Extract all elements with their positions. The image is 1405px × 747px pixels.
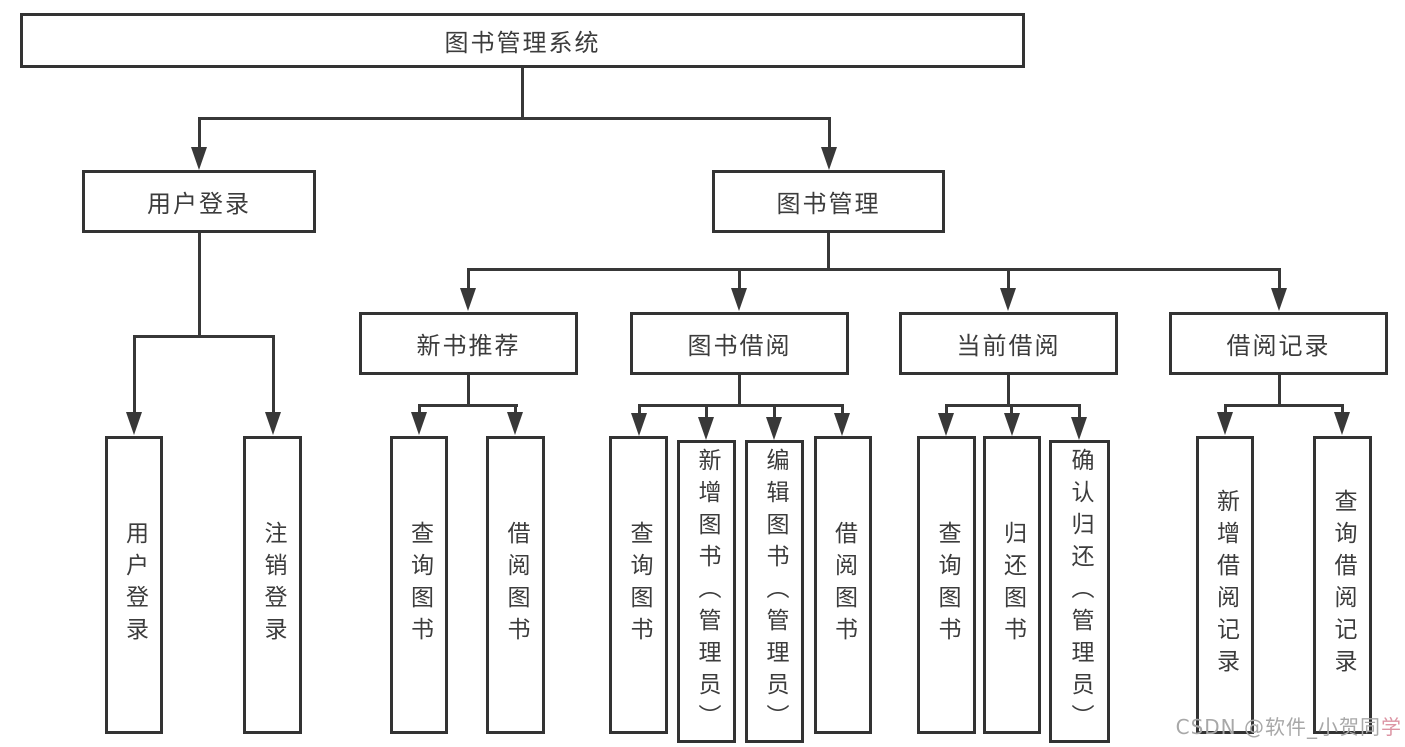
node-leaf-user-login: 用户登录 bbox=[105, 436, 163, 734]
node-label: 新增图书（管理员） bbox=[694, 447, 720, 736]
connector-line bbox=[1007, 268, 1010, 294]
arrowhead-down-icon bbox=[126, 412, 142, 435]
connector-line bbox=[1010, 404, 1013, 418]
connector-line bbox=[773, 404, 776, 418]
connector-line bbox=[514, 404, 517, 418]
node-label: 当前借阅 bbox=[956, 332, 1061, 360]
arrowhead-down-icon bbox=[938, 413, 954, 436]
connector-line bbox=[272, 335, 275, 415]
connector-line bbox=[945, 404, 948, 418]
node-label: 归还图书 bbox=[999, 521, 1026, 649]
arrowhead-down-icon bbox=[821, 147, 837, 170]
arrowhead-down-icon bbox=[191, 147, 207, 170]
node-borrowing-records: 借阅记录 bbox=[1169, 312, 1388, 375]
node-leaf-query-borrow-record: 查询借阅记录 bbox=[1313, 436, 1372, 734]
node-label: 借阅图书 bbox=[503, 521, 529, 649]
arrowhead-down-icon bbox=[1334, 412, 1350, 435]
node-label: 用户登录 bbox=[147, 190, 251, 218]
node-label: 查询图书 bbox=[406, 521, 433, 649]
connector-line bbox=[945, 404, 1081, 407]
node-label: 确认归还（管理员） bbox=[1067, 447, 1093, 736]
connector-line bbox=[1007, 375, 1010, 407]
node-label: 注销登录 bbox=[260, 521, 286, 649]
connector-line bbox=[467, 268, 1281, 271]
arrowhead-down-icon bbox=[1004, 413, 1020, 436]
node-label: 查询图书 bbox=[934, 521, 960, 649]
arrowhead-down-icon bbox=[1271, 288, 1287, 311]
node-leaf-add-books-admin: 新增图书（管理员） bbox=[677, 440, 736, 743]
connector-line bbox=[467, 375, 470, 407]
node-label: 借阅记录 bbox=[1226, 332, 1331, 360]
connector-line bbox=[827, 233, 830, 271]
node-label: 图书借阅 bbox=[687, 332, 792, 360]
watermark-accent-text: 学 bbox=[1381, 715, 1402, 739]
connector-line bbox=[418, 404, 421, 418]
watermark-text: CSDN @软件_小贺同 bbox=[1175, 715, 1381, 739]
connector-line bbox=[738, 375, 741, 407]
node-label: 新增借阅记录 bbox=[1212, 489, 1239, 681]
arrowhead-down-icon bbox=[411, 412, 427, 435]
connector-line bbox=[738, 268, 741, 294]
connector-line bbox=[841, 404, 844, 418]
node-label: 图书管理系统 bbox=[444, 29, 601, 57]
connector-line bbox=[198, 233, 201, 338]
node-leaf-borrow-books-recommend: 借阅图书 bbox=[486, 436, 545, 734]
node-leaf-confirm-return-admin: 确认归还（管理员） bbox=[1049, 440, 1110, 743]
connector-line bbox=[198, 117, 831, 120]
arrowhead-down-icon bbox=[834, 413, 850, 436]
connector-line bbox=[1224, 404, 1227, 418]
csdn-watermark: CSDN @软件_小贺同学 bbox=[1176, 711, 1402, 740]
connector-line bbox=[1278, 375, 1281, 407]
connector-line bbox=[418, 404, 518, 407]
connector-line bbox=[638, 404, 641, 418]
node-leaf-add-borrow-record: 新增借阅记录 bbox=[1196, 436, 1254, 734]
node-label: 借阅图书 bbox=[830, 521, 857, 649]
node-book-borrowing: 图书借阅 bbox=[630, 312, 849, 375]
connector-line bbox=[198, 117, 201, 153]
arrowhead-down-icon bbox=[698, 417, 714, 440]
node-leaf-return-books: 归还图书 bbox=[983, 436, 1041, 734]
node-label: 编辑图书（管理员） bbox=[762, 447, 788, 736]
connector-line bbox=[705, 404, 708, 418]
node-label: 新书推荐 bbox=[416, 332, 521, 360]
arrowhead-down-icon bbox=[766, 417, 782, 440]
arrowhead-down-icon bbox=[265, 412, 281, 435]
connector-line bbox=[1078, 404, 1081, 418]
connector-line bbox=[828, 117, 831, 153]
connector-line bbox=[467, 268, 470, 294]
node-leaf-edit-books-admin: 编辑图书（管理员） bbox=[745, 440, 804, 743]
node-leaf-query-books-current: 查询图书 bbox=[917, 436, 976, 734]
arrowhead-down-icon bbox=[1000, 288, 1016, 311]
node-label: 查询图书 bbox=[626, 521, 652, 649]
connector-line bbox=[133, 335, 136, 415]
node-root: 图书管理系统 bbox=[20, 13, 1025, 68]
arrowhead-down-icon bbox=[507, 412, 523, 435]
connector-line bbox=[638, 404, 844, 407]
arrowhead-down-icon bbox=[731, 288, 747, 311]
connector-line bbox=[1341, 404, 1344, 418]
connector-line bbox=[1224, 404, 1344, 407]
arrowhead-down-icon bbox=[1071, 417, 1087, 440]
node-user-login: 用户登录 bbox=[82, 170, 316, 233]
node-leaf-logout: 注销登录 bbox=[243, 436, 302, 734]
node-leaf-borrow-books-borrow: 借阅图书 bbox=[814, 436, 872, 734]
node-label: 图书管理 bbox=[776, 190, 881, 218]
arrowhead-down-icon bbox=[460, 288, 476, 311]
arrowhead-down-icon bbox=[631, 413, 647, 436]
connector-line bbox=[133, 335, 275, 338]
node-leaf-query-books-borrow: 查询图书 bbox=[609, 436, 668, 734]
node-current-borrowing: 当前借阅 bbox=[899, 312, 1118, 375]
node-new-book-recommendation: 新书推荐 bbox=[359, 312, 578, 375]
node-label: 查询借阅记录 bbox=[1330, 489, 1356, 681]
arrowhead-down-icon bbox=[1217, 412, 1233, 435]
node-leaf-query-books-recommend: 查询图书 bbox=[390, 436, 448, 734]
node-label: 用户登录 bbox=[121, 521, 148, 649]
node-book-management: 图书管理 bbox=[712, 170, 945, 233]
connector-line bbox=[1278, 268, 1281, 294]
connector-line bbox=[521, 68, 524, 119]
